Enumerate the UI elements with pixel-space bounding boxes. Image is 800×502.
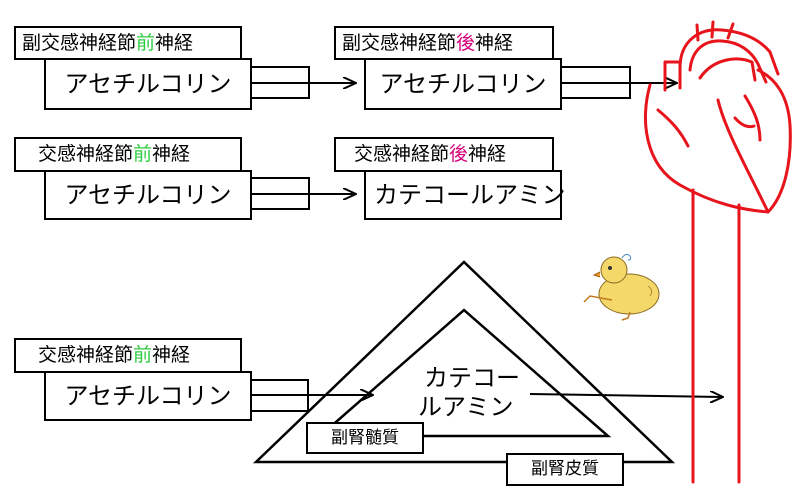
row1-post-highlight: 後: [456, 31, 476, 54]
row3-pre-highlight: 前: [133, 344, 153, 366]
row1-pre-transmitter-label: アセチルコリン: [44, 58, 252, 110]
row2-pre-highlight: 前: [133, 143, 153, 165]
row1-post-prefix: 副交感神経節: [342, 31, 457, 54]
row2-pre-transmitter-label: アセチルコリン: [44, 170, 252, 220]
row1-output-arrow: [560, 66, 676, 99]
row3-pre-suffix: 神経: [152, 344, 191, 366]
row2-preganglionic-nerve-label: 交感神経節前神経: [14, 137, 242, 172]
adrenal-cortex-label: 副腎皮質: [506, 453, 624, 486]
row1-pre-prefix: 副交感神経節: [22, 31, 137, 54]
row2-pre-prefix: 交感神経節: [38, 143, 134, 165]
released-catecholamine-line2: ルアミン: [418, 393, 514, 421]
row1-pre-suffix: 神経: [155, 31, 194, 54]
chick-icon: [583, 253, 660, 321]
heart-icon: [644, 20, 792, 484]
row1-preganglionic-nerve-label: 副交感神経節前神経: [14, 26, 242, 60]
row3-preganglionic-nerve-label: 交感神経節前神経: [14, 338, 242, 373]
row1-post-transmitter-text: アセチルコリン: [379, 70, 547, 98]
row1-post-suffix: 神経: [475, 31, 514, 54]
row2-postganglionic-nerve-label: 交感神経節後神経: [334, 137, 554, 172]
row3-pre-transmitter-text: アセチルコリン: [64, 382, 232, 410]
row2-post-suffix: 神経: [468, 143, 507, 165]
row1-pre-highlight: 前: [136, 31, 156, 54]
row2-post-prefix: 交感神経節: [354, 143, 450, 165]
row2-post-transmitter-label: カテコールアミン: [364, 170, 566, 220]
released-catecholamine-line1: カテコー: [424, 364, 520, 392]
row3-pre-prefix: 交感神経節: [38, 344, 134, 366]
row1-pre-transmitter-text: アセチルコリン: [64, 70, 232, 98]
row2-pre-suffix: 神経: [152, 143, 191, 165]
adrenal-cortex-text: 副腎皮質: [531, 459, 599, 479]
row2-post-transmitter-text: カテコールアミン: [374, 181, 566, 209]
adrenal-cortex-triangle: [252, 260, 676, 464]
row1-connector-arrow: [250, 66, 355, 99]
row3-pre-transmitter-label: アセチルコリン: [44, 371, 252, 421]
row2-post-highlight: 後: [449, 143, 469, 165]
row2-pre-transmitter-text: アセチルコリン: [64, 181, 232, 209]
row3-connector-arrow: [250, 379, 372, 412]
row1-postganglionic-nerve-label: 副交感神経節後神経: [334, 26, 554, 60]
row1-post-transmitter-label: アセチルコリン: [364, 58, 562, 110]
adrenal-medulla-triangle: [316, 308, 612, 438]
adrenal-medulla-label: 副腎髄質: [306, 422, 424, 454]
catecholamine-release-arrow: [529, 394, 722, 397]
row2-connector-arrow: [250, 177, 355, 210]
adrenal-medulla-text: 副腎髄質: [331, 427, 399, 448]
